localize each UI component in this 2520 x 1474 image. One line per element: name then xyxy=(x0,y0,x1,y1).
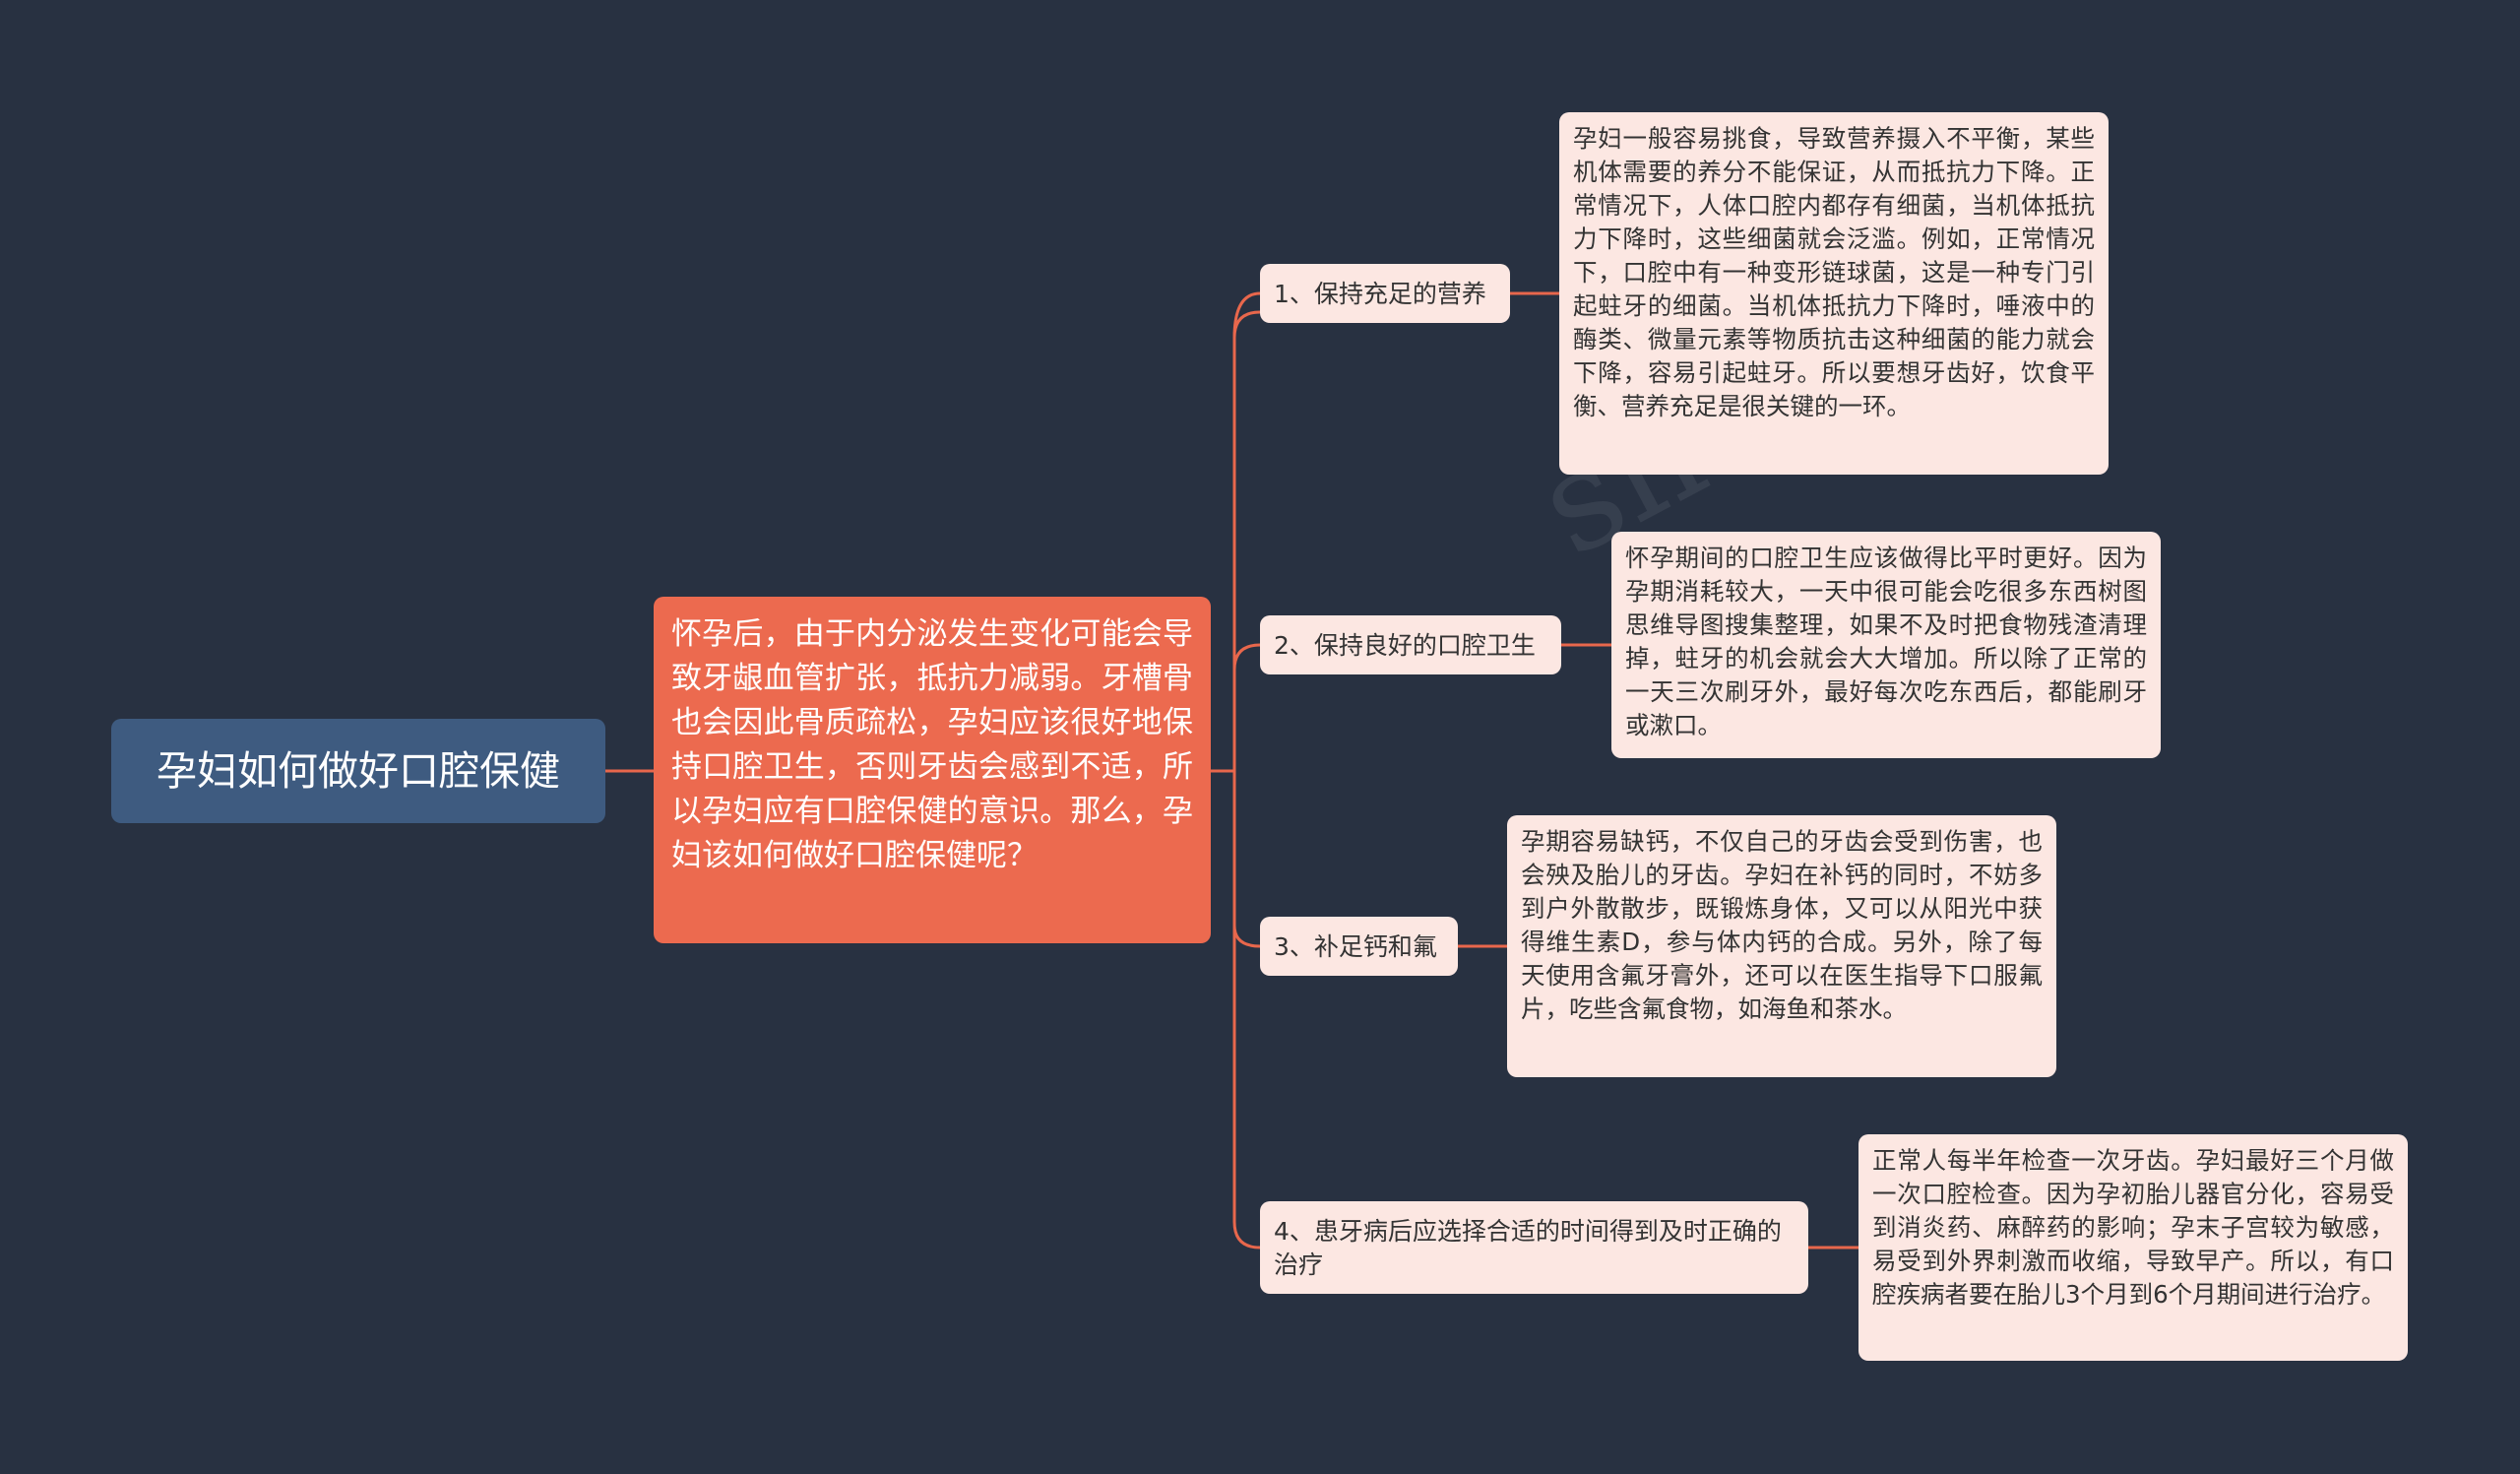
branch-3-link xyxy=(1232,925,1261,948)
branch-2-link xyxy=(1232,643,1261,671)
detail-node-4[interactable]: 正常人每半年检查一次牙齿。孕妇最好三个月做一次口腔检查。因为孕初胎儿器官分化，容… xyxy=(1858,1134,2408,1361)
branch-node-4[interactable]: 4、患牙病后应选择合适的时间得到及时正确的治疗 xyxy=(1260,1201,1808,1294)
detail-node-2[interactable]: 怀孕期间的口腔卫生应该做得比平时更好。因为孕期消耗较大，一天中很可能会吃很多东西… xyxy=(1611,532,2161,758)
branch-node-2[interactable]: 2、保持良好的口腔卫生 xyxy=(1260,615,1561,674)
trunk-line xyxy=(1232,310,1261,1250)
root-topic[interactable]: 孕妇如何做好口腔保健 xyxy=(111,719,605,823)
detail-node-1[interactable]: 孕妇一般容易挑食，导致营养摄入不平衡，某些机体需要的养分不能保证，从而抵抗力下降… xyxy=(1559,112,2109,475)
summary-node[interactable]: 怀孕后，由于内分泌发生变化可能会导致牙龈血管扩张，抵抗力减弱。牙槽骨也会因此骨质… xyxy=(654,597,1211,943)
branch-node-1[interactable]: 1、保持充足的营养 xyxy=(1260,264,1510,323)
branch-node-3[interactable]: 3、补足钙和氟 xyxy=(1260,917,1458,976)
detail-node-3[interactable]: 孕期容易缺钙，不仅自己的牙齿会受到伤害，也会殃及胎儿的牙齿。孕妇在补钙的同时，不… xyxy=(1507,815,2056,1077)
branch-1-link xyxy=(1232,291,1261,339)
